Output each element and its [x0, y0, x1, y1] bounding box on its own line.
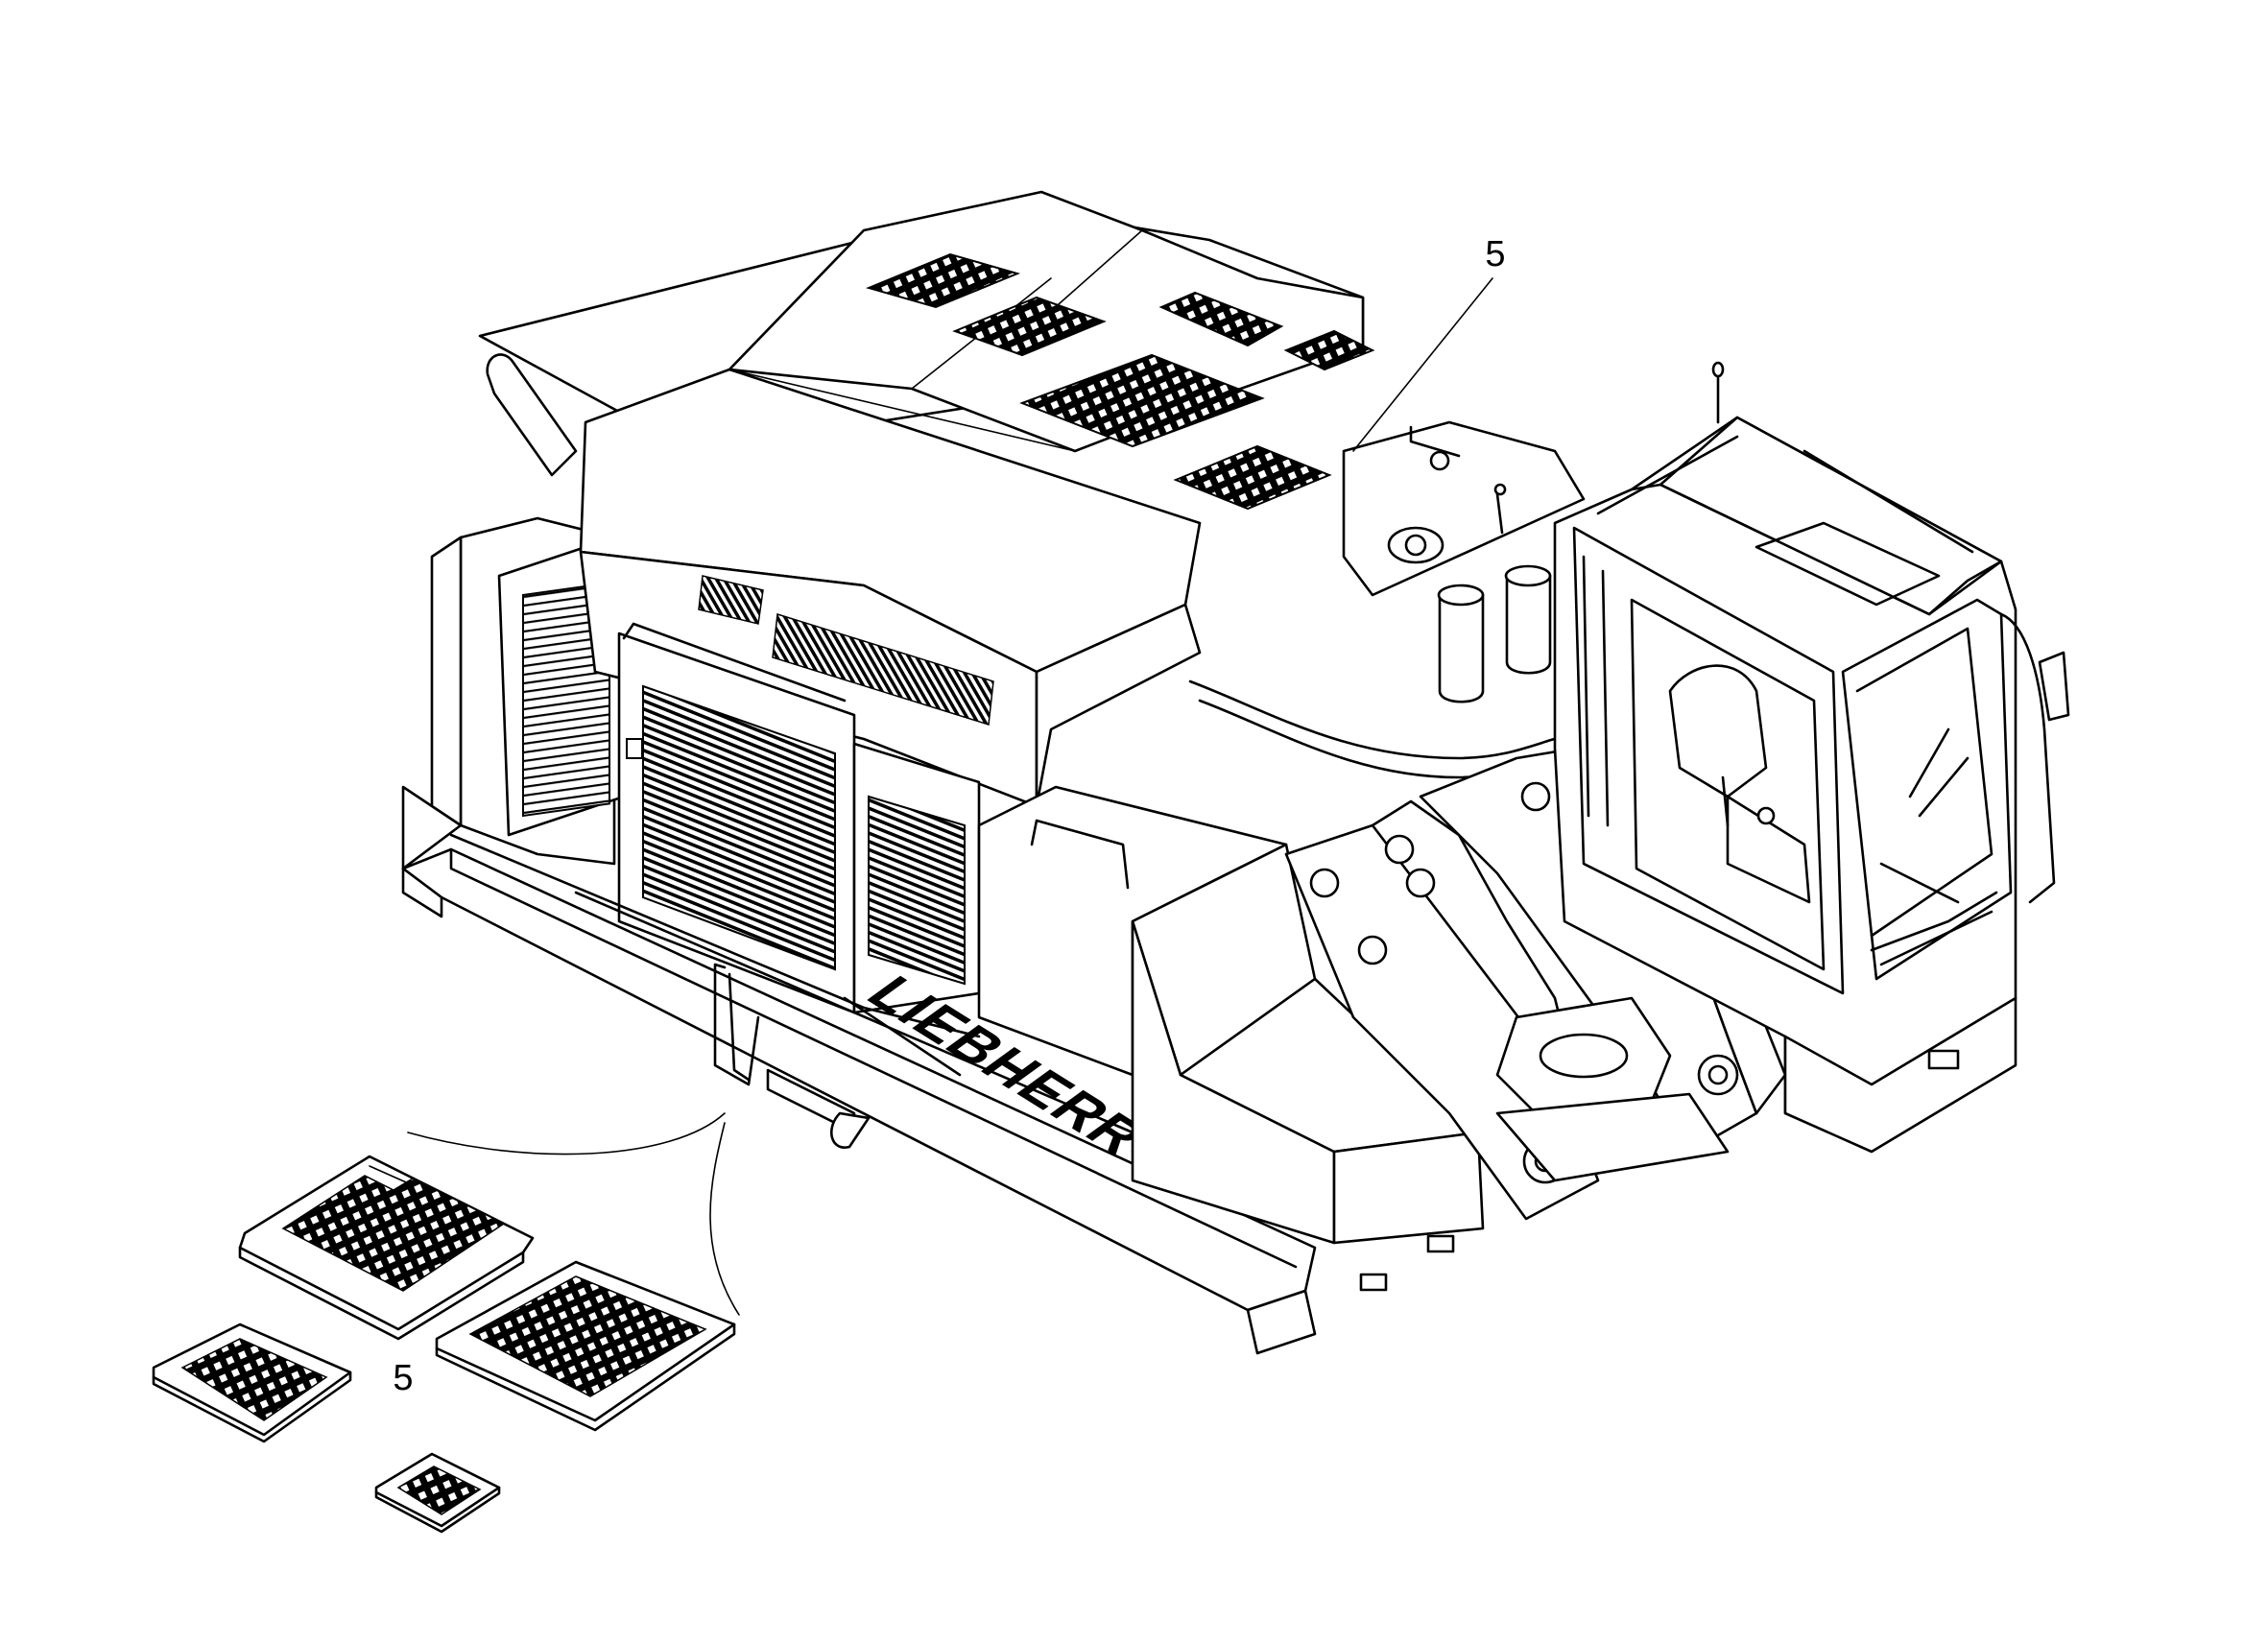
callout-label-top: 5 — [1485, 234, 1505, 274]
mesh-panel-a — [238, 1155, 535, 1341]
callout-label-bottom: 5 — [393, 1358, 413, 1398]
mesh-panel-c — [152, 1322, 352, 1443]
leader-line-top — [1352, 277, 1493, 452]
mesh-panel-d — [374, 1452, 501, 1534]
machine-upper-carriage: LIEBHERR — [401, 190, 1787, 1355]
callout-bottom: 5 — [393, 1358, 413, 1398]
exploded-grille-panels — [152, 1112, 740, 1534]
operator-cab — [1553, 361, 2070, 1154]
callout-top: 5 — [1352, 234, 1506, 452]
mesh-panel-b — [435, 1260, 736, 1432]
